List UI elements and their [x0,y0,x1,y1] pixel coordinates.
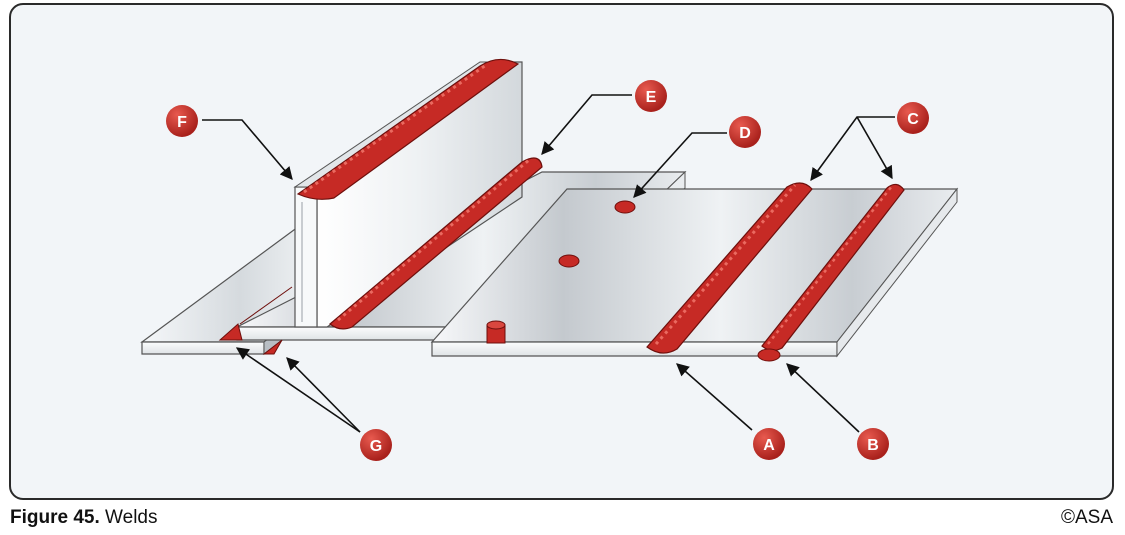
surfacing-weld-bead [757,183,905,362]
butt-weld-bead [646,182,813,354]
callout-f-label: F [177,114,187,131]
fillet-weld-bead [329,157,543,330]
right-base-plate [430,187,959,358]
edge-weld-bead [296,58,520,200]
callout-d: D [729,116,761,148]
callout-a: A [753,428,785,460]
figure-number: Figure 45. [10,507,100,528]
weld-diagram: A B C D E F G [140,58,959,461]
callout-c: C [897,102,929,134]
figure-credit: ©ASA [1060,507,1113,528]
callout-b-label: B [867,437,879,454]
corner-welds [218,286,293,355]
figure-title: Welds [105,507,158,528]
stud-weld [486,320,506,344]
figure-frame: A B C D E F G [9,3,1114,500]
callout-c-label: C [907,111,919,128]
callout-f: F [166,105,198,137]
callout-a-label: A [763,437,775,454]
plug-welds [558,200,636,268]
callout-e-label: E [646,89,657,106]
callout-b: B [857,428,889,460]
callout-d-label: D [739,125,751,142]
leader-lines [202,94,895,433]
callout-e: E [635,80,667,112]
figure-caption: Figure 45. Welds [10,507,157,529]
callout-g: G [360,429,392,461]
callout-g-label: G [370,438,382,455]
